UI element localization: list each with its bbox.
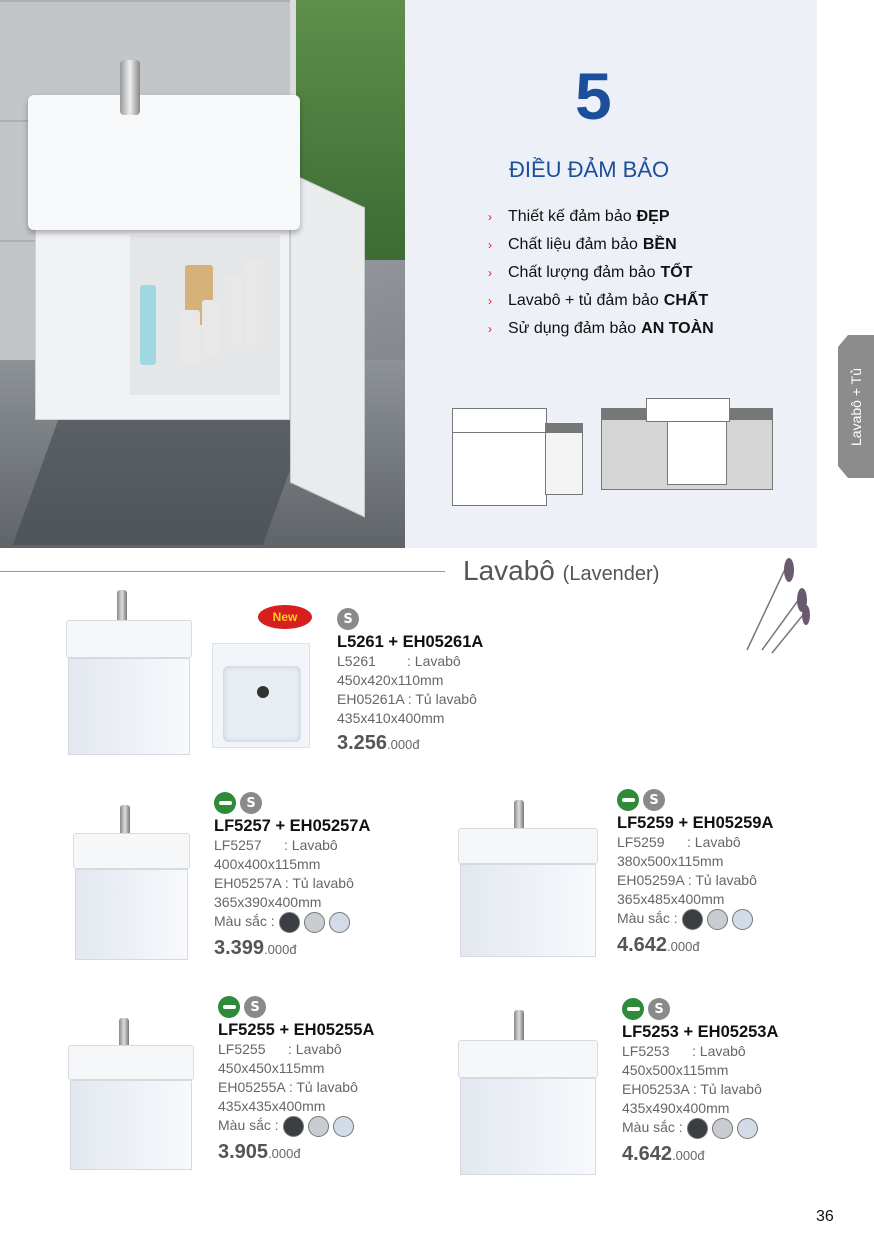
product-card: S LF5257 + EH05257A LF5257: Lavabô 400x4… bbox=[214, 792, 370, 960]
lavender-icon bbox=[746, 558, 810, 654]
color-swatch-dark[interactable] bbox=[282, 1116, 304, 1137]
chevron-right-icon: › bbox=[488, 238, 492, 252]
product-image[interactable] bbox=[68, 1018, 194, 1170]
side-tab[interactable]: Lavabô + Tủ bbox=[838, 335, 874, 478]
color-options: Màu sắc : bbox=[617, 909, 773, 930]
color-swatch-light[interactable] bbox=[332, 1116, 354, 1137]
price: 3.399.000đ bbox=[214, 937, 297, 959]
color-options: Màu sắc : bbox=[218, 1116, 374, 1137]
countertop-icon bbox=[617, 789, 639, 811]
color-options: Màu sắc : bbox=[622, 1118, 778, 1139]
product-title: L5261 + EH05261A bbox=[337, 633, 484, 651]
s-badge-icon: S bbox=[643, 789, 665, 811]
product-image[interactable] bbox=[73, 805, 190, 960]
product-title: LF5253 + EH05253A bbox=[622, 1023, 779, 1041]
faucet bbox=[120, 60, 140, 115]
color-swatch-gray[interactable] bbox=[307, 1116, 329, 1137]
color-swatch-dark[interactable] bbox=[278, 912, 300, 933]
product-title: LF5257 + EH05257A bbox=[214, 817, 371, 835]
product-card: S LF5255 + EH05255A LF5255: Lavabô 450x4… bbox=[218, 996, 374, 1164]
color-swatch-light[interactable] bbox=[736, 1118, 758, 1139]
s-badge-icon: S bbox=[244, 996, 266, 1018]
price: 3.905.000đ bbox=[218, 1141, 301, 1163]
chevron-right-icon: › bbox=[488, 322, 492, 336]
product-title: LF5255 + EH05255A bbox=[218, 1021, 375, 1039]
cabinet-interior bbox=[130, 235, 280, 395]
guarantee-number: 5 bbox=[575, 59, 612, 133]
page-number: 36 bbox=[816, 1208, 834, 1225]
price: 3.256.000đ bbox=[337, 732, 420, 754]
section-divider bbox=[0, 571, 445, 572]
product-card: S LF5253 + EH05253A LF5253: Lavabô 450x5… bbox=[622, 998, 778, 1166]
color-swatch-gray[interactable] bbox=[303, 912, 325, 933]
color-swatch-dark[interactable] bbox=[686, 1118, 708, 1139]
color-swatch-light[interactable] bbox=[731, 909, 753, 930]
washbasin bbox=[28, 95, 300, 230]
product-card: S LF5259 + EH05259A LF5259: Lavabô 380x5… bbox=[617, 789, 773, 957]
price: 4.642.000đ bbox=[617, 934, 700, 956]
hero-photo bbox=[0, 0, 405, 548]
countertop-icon bbox=[622, 998, 644, 1020]
color-swatch-gray[interactable] bbox=[706, 909, 728, 930]
product-image[interactable] bbox=[458, 800, 598, 957]
color-swatch-gray[interactable] bbox=[711, 1118, 733, 1139]
cabinet-door bbox=[290, 172, 365, 518]
countertop-icon bbox=[218, 996, 240, 1018]
s-badge-icon: S bbox=[337, 608, 359, 630]
section-title: Lavabô (Lavender) bbox=[463, 555, 660, 586]
product-title: LF5259 + EH05259A bbox=[617, 814, 774, 832]
color-options: Màu sắc : bbox=[214, 912, 370, 933]
color-swatch-dark[interactable] bbox=[681, 909, 703, 930]
guarantee-heading: ĐIỀU ĐẢM BẢO bbox=[509, 157, 670, 182]
s-badge-icon: S bbox=[648, 998, 670, 1020]
sink-top-view-image bbox=[212, 643, 310, 748]
product-image[interactable] bbox=[66, 590, 192, 755]
product-image[interactable] bbox=[458, 1010, 598, 1175]
color-swatch-light[interactable] bbox=[328, 912, 350, 933]
new-badge: New bbox=[258, 605, 312, 629]
product-card: S L5261 + EH05261A L5261: Lavabô 450x420… bbox=[337, 608, 483, 755]
countertop-icon bbox=[214, 792, 236, 814]
chevron-right-icon: › bbox=[488, 294, 492, 308]
chevron-right-icon: › bbox=[488, 266, 492, 280]
price: 4.642.000đ bbox=[622, 1143, 705, 1165]
chevron-right-icon: › bbox=[488, 210, 492, 224]
guarantee-panel bbox=[405, 0, 817, 548]
s-badge-icon: S bbox=[240, 792, 262, 814]
